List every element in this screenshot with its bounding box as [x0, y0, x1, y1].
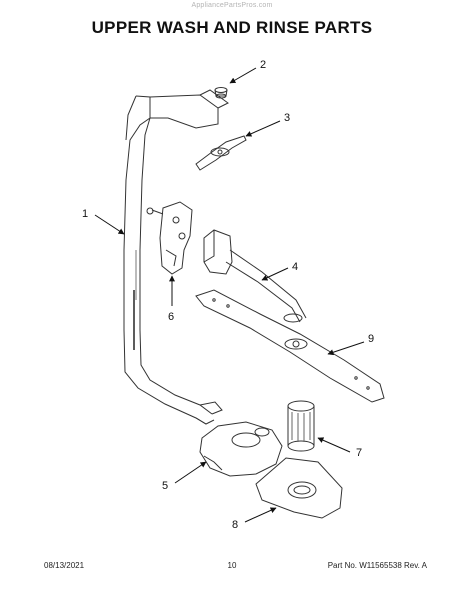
- watermark: AppliancePartsPros.com: [191, 2, 273, 9]
- leader-arrows: [94, 67, 365, 523]
- callout-6: 6: [168, 311, 174, 323]
- part-3-upper-spray-arm: [195, 135, 247, 171]
- callout-8: 8: [232, 519, 238, 531]
- part-9-lower-spray-arm: [195, 289, 385, 403]
- callout-4: 4: [292, 261, 298, 273]
- footer-page-number: 10: [227, 561, 237, 570]
- part-2-cap: [214, 87, 228, 99]
- leader-arrow-4: [261, 267, 289, 281]
- footer-date: 08/13/2021: [44, 561, 85, 570]
- part-4-valve-housing: [203, 229, 307, 323]
- leader-arrow-1: [94, 214, 125, 235]
- leader-arrow-8: [244, 507, 277, 523]
- leader-arrow-9: [327, 341, 365, 356]
- callout-9: 9: [368, 333, 374, 345]
- callout-5: 5: [162, 480, 168, 492]
- part-8-base-plate: [255, 457, 343, 519]
- leader-arrow-7: [317, 437, 351, 453]
- footer-part-number: Part No. W11565538 Rev. A: [327, 561, 427, 570]
- callout-2: 2: [260, 59, 266, 71]
- callout-7: 7: [356, 447, 362, 459]
- part-5-pump-housing: [199, 421, 283, 477]
- leader-arrow-2: [229, 67, 257, 84]
- callout-1: 1: [82, 208, 88, 220]
- callout-3: 3: [284, 112, 290, 124]
- page-title: UPPER WASH AND RINSE PARTS: [91, 18, 373, 37]
- part-6-bracket: [146, 201, 193, 275]
- part-7-filter: [287, 400, 315, 452]
- leader-arrow-3: [245, 120, 281, 137]
- leader-arrow-5: [174, 461, 207, 484]
